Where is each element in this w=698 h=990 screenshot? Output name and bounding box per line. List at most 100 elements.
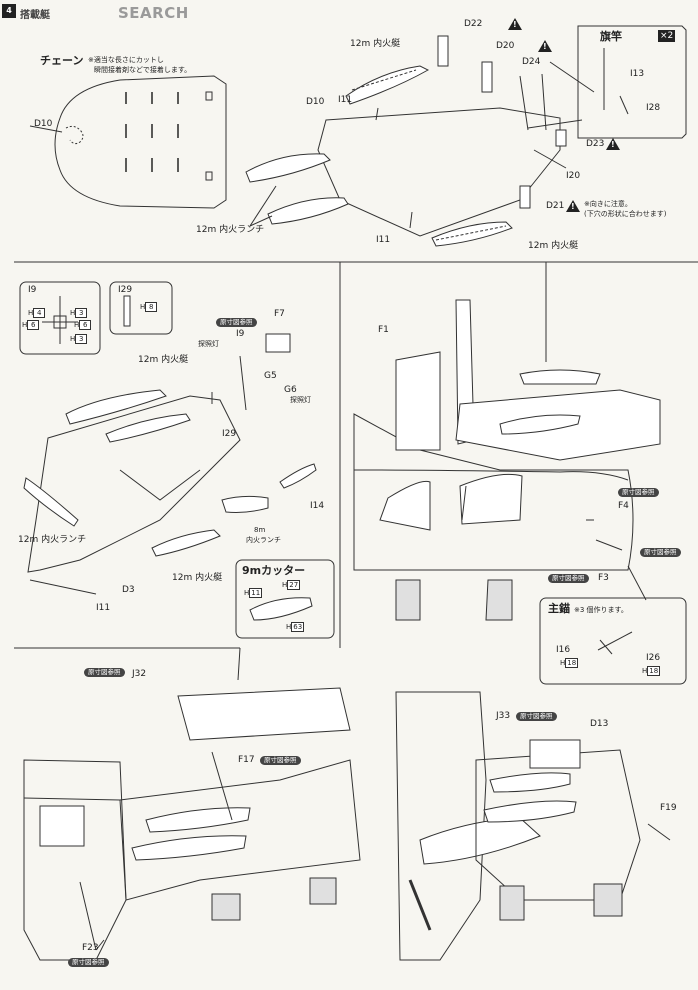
h-number-box: 11 (249, 588, 263, 598)
h-letter: H (282, 581, 288, 589)
flagpole-label: 旗竿 (600, 30, 622, 43)
h-letter: H (70, 309, 76, 317)
actual-size-ref-tag-6: 原寸図参照 (260, 756, 301, 765)
part-F3: F3 (598, 573, 609, 583)
part-I13: I13 (630, 69, 645, 79)
label-8m-line1: 8m (254, 526, 266, 534)
actual-size-ref-tag-8: 原寸図参照 (516, 712, 557, 721)
h-number-box: 6 (27, 320, 40, 330)
h-letter: H (560, 659, 566, 667)
label-12m-motor-boat-mid: 12m 内火艇 (138, 355, 189, 365)
orientation-note-line1: ※向きに注意。 (584, 200, 632, 208)
h-letter: H (140, 303, 146, 311)
h-letter: H (70, 335, 76, 343)
part-I28: I28 (646, 103, 661, 113)
part-I26: I26 (646, 653, 661, 663)
part-D21: D21 (546, 201, 565, 211)
part-I11-mid: I11 (96, 603, 111, 613)
searchlight-label-right: 探照灯 (290, 396, 311, 404)
part-D13: D13 (590, 719, 609, 729)
h-number-box: 6 (79, 320, 92, 330)
anchor-note: ※3 個作ります。 (574, 606, 628, 614)
h-letter: H (22, 321, 28, 329)
step-number: 4 (2, 4, 16, 18)
label-12m-motor-boat-bottom: 12m 内火艇 (172, 573, 223, 583)
part-I9: I9 (236, 329, 245, 339)
searchlight-label-left: 探照灯 (198, 340, 219, 348)
chain-note-line1: ※適当な長さにカットし (88, 56, 164, 64)
part-D10-left: D10 (34, 119, 53, 129)
part-I16: I16 (556, 645, 571, 655)
part-I29-inset: I29 (118, 285, 133, 295)
part-F7: F7 (274, 309, 285, 319)
part-F23: F23 (82, 943, 99, 953)
actual-size-ref-tag-5: 原寸図参照 (84, 668, 125, 677)
h-number-box: 4 (33, 308, 46, 318)
h-number-box: 18 (565, 658, 579, 668)
part-D20: D20 (496, 41, 515, 51)
orientation-note-line2: (下穴の形状に合わせます) (584, 210, 667, 218)
h-letter: H (28, 309, 34, 317)
part-G5: G5 (264, 371, 277, 381)
h-letter: H (244, 589, 250, 597)
part-D24: D24 (522, 57, 541, 67)
actual-size-ref-tag-2: 原寸図参照 (618, 488, 659, 497)
chain-note-line2: 瞬間接着剤などで接着します。 (94, 66, 192, 74)
caution-icon-d22 (508, 18, 522, 30)
label-12m-launch-top: 12m 内火ランチ (196, 225, 265, 235)
part-D3: D3 (122, 585, 135, 595)
part-D23: D23 (586, 139, 605, 149)
label-12m-motor-boat-top: 12m 内火艇 (350, 39, 401, 49)
label-12m-launch-left: 12m 内火ランチ (18, 535, 87, 545)
part-G6: G6 (284, 385, 297, 395)
label-12m-motor-boat-right: 12m 内火艇 (528, 241, 579, 251)
part-F17: F17 (238, 755, 255, 765)
chain-label: チェーン (40, 54, 84, 67)
h-number-box: 27 (287, 580, 301, 590)
caution-icon-d21 (566, 200, 580, 212)
step-title: 搭載艇 (20, 10, 50, 21)
part-F19: F19 (660, 803, 677, 813)
caution-icon-d23 (606, 138, 620, 150)
part-I9-inset: I9 (28, 285, 37, 295)
part-I14: I14 (310, 501, 325, 511)
h-number-box: 8 (145, 302, 158, 312)
part-I11-bottom: I11 (376, 235, 391, 245)
actual-size-ref-tag-4: 原寸図参照 (548, 574, 589, 583)
watermark: SEARCH (118, 4, 189, 22)
part-D22: D22 (464, 19, 483, 29)
h-number-box: 63 (291, 622, 305, 632)
h-letter: H (286, 623, 292, 631)
part-J33: J33 (496, 711, 511, 721)
part-J32: J32 (132, 669, 147, 679)
enlarge-mark: ×2 (658, 30, 676, 42)
part-I29: I29 (222, 429, 237, 439)
h-number-box: 3 (75, 334, 88, 344)
h-number-box: 18 (647, 666, 661, 676)
part-I11-top: I11 (338, 95, 353, 105)
part-I20: I20 (566, 171, 581, 181)
actual-size-ref-tag-3: 原寸図参照 (640, 548, 681, 557)
cutter-9m-label: 9mカッター (242, 564, 306, 577)
part-D10-right: D10 (306, 97, 325, 107)
h-letter: H (74, 321, 80, 329)
part-F1: F1 (378, 325, 389, 335)
caution-icon-d20 (538, 40, 552, 52)
label-8m-line2: 内火ランチ (246, 536, 281, 544)
actual-size-ref-tag-1: 原寸図参照 (216, 318, 257, 327)
part-F4: F4 (618, 501, 629, 511)
main-anchor-label: 主錨 (548, 602, 570, 615)
actual-size-ref-tag-7: 原寸図参照 (68, 958, 109, 967)
h-letter: H (642, 667, 648, 675)
